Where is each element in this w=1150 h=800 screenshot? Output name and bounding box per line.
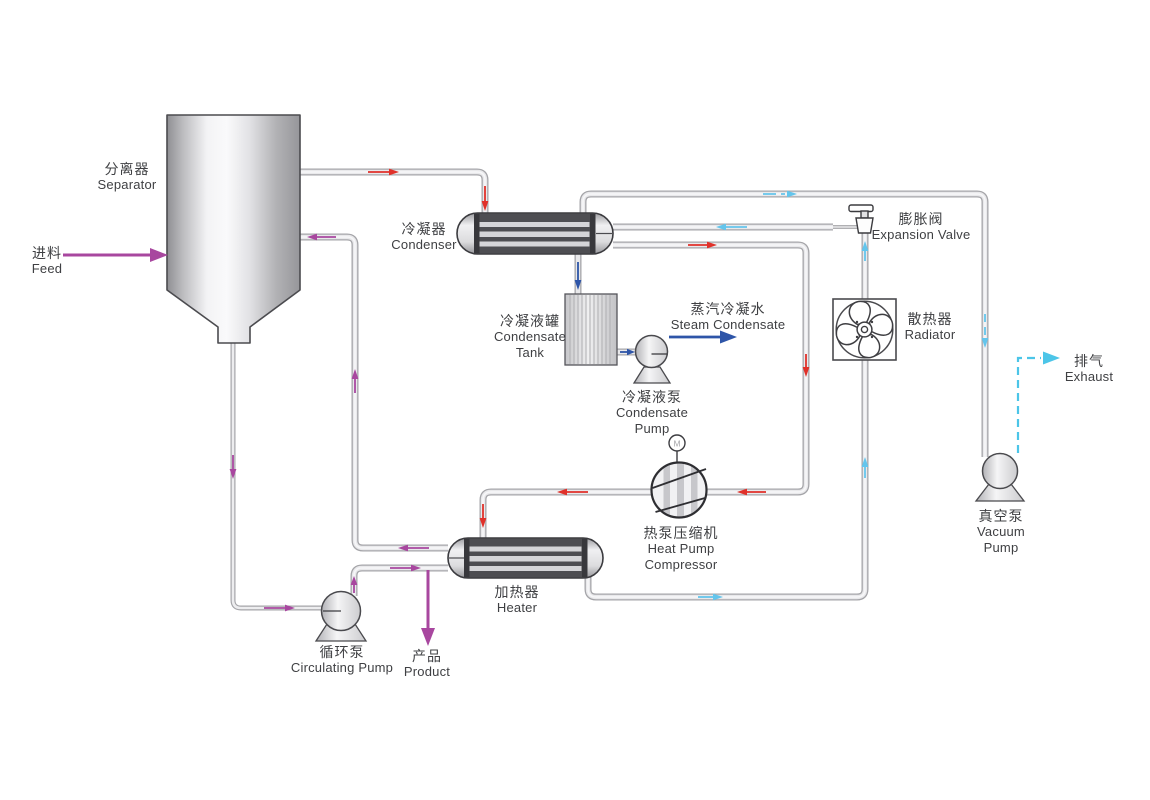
- label-condensate-tank: 冷凝液罐 Condensate Tank: [494, 313, 566, 360]
- label-separator: 分离器 Separator: [98, 161, 157, 193]
- condensate-tank: [564, 293, 618, 366]
- vacuum-pump-label-zh: 真空泵: [978, 508, 1024, 524]
- label-exhaust: 排气 Exhaust: [1065, 353, 1113, 385]
- product-arrow: [421, 570, 435, 646]
- exhaust-label-zh: 排气: [1074, 353, 1104, 369]
- feed-label-zh: 进料: [32, 245, 62, 261]
- separator-label-en: Separator: [97, 177, 157, 192]
- exhaust-label-en: Exhaust: [1064, 369, 1114, 384]
- label-product: 产品 Product: [404, 648, 450, 680]
- separator-vessel: [166, 114, 301, 344]
- condensate-pump-label-en1: Condensate: [615, 405, 689, 420]
- compressor-label-en2: Compressor: [644, 556, 718, 572]
- expansion-valve-label-zh: 膨胀阀: [898, 211, 944, 227]
- compressor-label-zh: 热泵压缩机: [643, 525, 719, 541]
- condensate-tank-label-en2: Tank: [515, 344, 545, 360]
- flow-arrows: [229, 168, 989, 612]
- liquid-flow-arrows: [229, 233, 429, 612]
- heater-exchanger: [447, 537, 604, 579]
- label-vacuum-pump: 真空泵 Vacuum Pump: [977, 508, 1025, 555]
- hub-bolts: [855, 320, 874, 339]
- radiator-label-zh: 散热器: [907, 311, 953, 327]
- feed-arrow: [63, 248, 168, 262]
- vacuum-pump-label-en1: Vacuum: [977, 524, 1025, 539]
- label-heater: 加热器 Heater: [495, 584, 540, 616]
- circulating-pump-label-en: Circulating Pump: [290, 660, 394, 675]
- radiator-fan: [832, 298, 897, 361]
- expansion-valve: [848, 204, 874, 234]
- product-label-zh: 产品: [411, 648, 442, 664]
- separator-label-zh: 分离器: [104, 161, 150, 177]
- feed-label-en: Feed: [31, 261, 63, 276]
- circulating-pump: [314, 590, 368, 642]
- label-condenser: 冷凝器 Condenser: [391, 221, 456, 253]
- motor-circle: [668, 434, 686, 452]
- condenser-exchanger: [456, 212, 614, 255]
- label-heat-pump-compressor: 热泵压缩机 Heat Pump Compressor: [644, 525, 719, 572]
- product-label-en: Product: [403, 664, 451, 679]
- label-condensate-pump: 冷凝液泵 Condensate Pump: [616, 389, 688, 436]
- vacuum-pump-label-en2: Pump: [983, 539, 1019, 555]
- condensate-flow-arrows: [574, 262, 635, 356]
- label-expansion-valve: 膨胀阀 Expansion Valve: [872, 211, 971, 243]
- heater-label-en: Heater: [496, 600, 538, 615]
- heater-label-zh: 加热器: [494, 584, 540, 600]
- compressor-label-en1: Heat Pump: [647, 541, 715, 556]
- radiator-label-en: Radiator: [904, 327, 956, 342]
- motor-symbol: M: [673, 439, 680, 449]
- steam-condensate-arrow: [669, 330, 737, 344]
- refrigerant-flow-arrows: [698, 190, 989, 601]
- expansion-valve-label-en: Expansion Valve: [871, 227, 971, 242]
- circulating-pump-label-zh: 循环泵: [319, 644, 365, 660]
- label-radiator: 散热器 Radiator: [905, 311, 956, 343]
- condenser-label-zh: 冷凝器: [401, 221, 447, 237]
- condensate-tank-label-zh: 冷凝液罐: [500, 313, 560, 329]
- condensate-pump-label-zh: 冷凝液泵: [622, 389, 682, 405]
- vapor-flow-arrows: [368, 168, 810, 528]
- vacuum-pump: [974, 452, 1026, 502]
- label-circulating-pump: 循环泵 Circulating Pump: [291, 644, 393, 676]
- condensate-pump-label-en2: Pump: [634, 420, 670, 436]
- steam-condensate-label-en: Steam Condensate: [670, 317, 786, 332]
- condenser-label-en: Condenser: [391, 237, 457, 252]
- condensate-pump: [632, 334, 672, 384]
- label-feed: 进料 Feed: [32, 245, 62, 277]
- heat-pump-compressor: M: [650, 434, 708, 519]
- label-steam-condensate: 蒸汽冷凝水 Steam Condensate: [671, 301, 786, 333]
- steam-condensate-label-zh: 蒸汽冷凝水: [690, 301, 766, 317]
- exhaust-dashed-arrow: [1016, 351, 1060, 453]
- condensate-tank-label-en1: Condensate: [493, 329, 567, 344]
- pipe-network: [233, 172, 985, 608]
